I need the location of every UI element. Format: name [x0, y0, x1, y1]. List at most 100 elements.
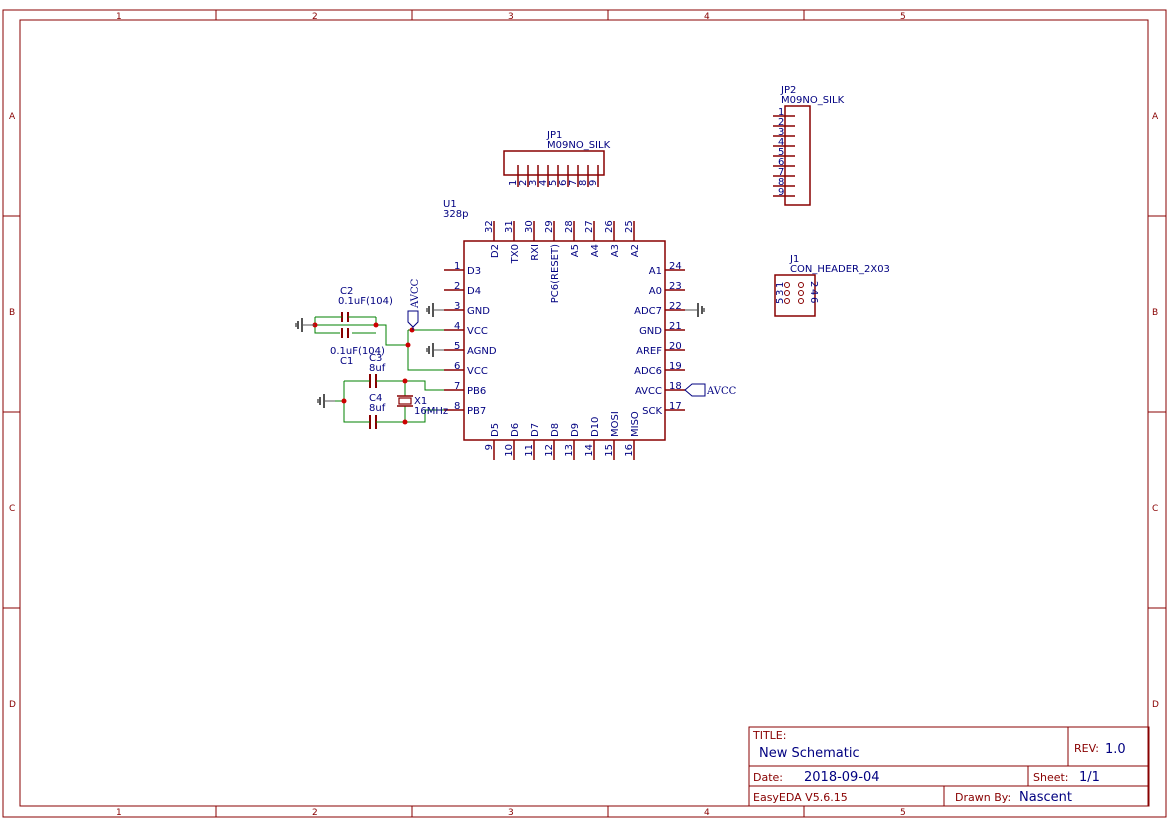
- j1-pin-number: 3: [775, 290, 786, 296]
- frame-column-label: 5: [900, 808, 906, 818]
- u1-pin-number: 20: [669, 341, 682, 352]
- sheet-label: Sheet:: [1033, 771, 1069, 784]
- jp2-value: M09NO_SILK: [781, 95, 845, 106]
- drawn-by-label: Drawn By:: [955, 791, 1011, 804]
- j1-pin-number: 6: [808, 297, 819, 303]
- frame-row-label: A: [1152, 112, 1159, 122]
- u1-pin-name: SCK: [642, 406, 662, 417]
- u1-pin-name: D3: [467, 266, 481, 277]
- c2-capacitor[interactable]: C2 0.1uF(104): [315, 286, 393, 322]
- u1-body: [463, 240, 666, 441]
- u1-pin-number: 23: [669, 281, 682, 292]
- u1-pin-number: 4: [454, 321, 460, 332]
- frame-column-label: 4: [704, 808, 710, 818]
- x1-ref: X1: [414, 396, 427, 407]
- u1-pin-name: AGND: [467, 346, 497, 357]
- avcc-label-right: AVCC: [706, 386, 737, 397]
- c4-capacitor[interactable]: C4 8uf: [366, 393, 386, 429]
- jp1-ref: JP1: [546, 130, 562, 141]
- jp2-pin-number: 6: [778, 157, 784, 168]
- jp1-pin-number: 2: [518, 180, 529, 186]
- j1-pin-number: 4: [808, 289, 819, 295]
- jp2-pin-number: 4: [778, 137, 784, 148]
- u1-pin-number: 30: [524, 220, 535, 233]
- u1-pin-name: PB6: [467, 386, 486, 397]
- u1-pin-name: A0: [649, 286, 662, 297]
- avcc-flag-right: AVCC: [684, 383, 737, 397]
- u1-pin-name: D9: [570, 423, 581, 437]
- j1-pads: [784, 282, 804, 304]
- rev-value: 1.0: [1105, 742, 1126, 757]
- u1-pin-number: 2: [454, 281, 460, 292]
- jp1-pin-number: 6: [558, 180, 569, 186]
- ground-symbols: [295, 303, 705, 408]
- u1-pin-number: 19: [669, 361, 682, 372]
- avcc-label-top: AVCC: [410, 278, 421, 309]
- frame-row-label: C: [9, 504, 15, 514]
- u1-pin-name: ADC7: [634, 306, 662, 317]
- u1-pin-number: 25: [624, 220, 635, 233]
- frame-row-label: A: [9, 112, 16, 122]
- jp2-pin-number: 7: [778, 167, 784, 178]
- u1-pin-name: D5: [490, 423, 501, 437]
- c1-capacitor[interactable]: 0.1uF(104) C1: [330, 328, 385, 367]
- frame-row-label: C: [1152, 504, 1158, 514]
- ground-icon: [685, 303, 705, 317]
- u1-pin-name: A4: [590, 244, 601, 257]
- u1-pin-number: 21: [669, 321, 682, 332]
- c4-value: 8uf: [369, 403, 386, 414]
- jp1-pin-number: 4: [538, 180, 549, 186]
- c1-value: 0.1uF(104): [330, 346, 385, 357]
- c2-value: 0.1uF(104): [338, 296, 393, 307]
- u1-pin-name: D8: [550, 423, 561, 437]
- j1-pin-number: 5: [775, 298, 786, 304]
- sheet-value: 1/1: [1079, 770, 1100, 785]
- jp2-pin-number: 2: [778, 117, 784, 128]
- jp2-pin-number: 5: [778, 147, 784, 158]
- u1-pin-name: AVCC: [635, 386, 662, 397]
- u1-pin-name: A1: [649, 266, 662, 277]
- j1-pin-number: 2: [808, 281, 819, 287]
- u1-pin-name: PB7: [467, 406, 486, 417]
- u1-pin-number: 29: [544, 220, 555, 233]
- u1-pin-number: 1: [454, 261, 460, 272]
- u1-pin-name: AREF: [636, 346, 662, 357]
- ground-icon: [426, 343, 444, 357]
- u1-pin-name: TX0: [510, 244, 521, 264]
- u1-pin-number: 15: [604, 444, 615, 457]
- j1-ref: J1: [789, 254, 799, 265]
- title-label: TITLE:: [752, 729, 786, 742]
- jp1-pin-number: 7: [568, 180, 579, 186]
- u1-pin-number: 5: [454, 341, 460, 352]
- frame-column-label: 1: [116, 808, 122, 818]
- c3-ref: C3: [369, 353, 382, 364]
- c3-capacitor[interactable]: C3 8uf: [366, 353, 386, 388]
- u1-pin-number: 16: [624, 444, 635, 457]
- jp2-pin-number: 1: [778, 107, 784, 118]
- j1-value: CON_HEADER_2X03: [790, 264, 890, 275]
- u1-pin-name: VCC: [467, 326, 488, 337]
- title-block: TITLE: New Schematic REV: 1.0 Date: 2018…: [748, 726, 1150, 807]
- u1-pin-number: 6: [454, 361, 460, 372]
- jp2-pin-number: 8: [778, 177, 784, 188]
- u1-pin-number: 26: [604, 220, 615, 233]
- u1-pin-number: 8: [454, 401, 460, 412]
- jp1-pin-number: 1: [508, 180, 519, 186]
- u1-pin-number: 7: [454, 381, 460, 392]
- u1-pin-name: A3: [610, 244, 621, 257]
- jp2-pin-number: 3: [778, 127, 784, 138]
- x1-crystal[interactable]: X1 16MHz: [397, 395, 448, 417]
- u1-pin-number: 28: [564, 220, 575, 233]
- u1-pin-name: GND: [467, 306, 490, 317]
- u1-pin-number: 3: [454, 301, 460, 312]
- x1-value: 16MHz: [414, 406, 448, 417]
- u1-pin-number: 31: [504, 220, 515, 233]
- u1-pin-name: D6: [510, 423, 521, 437]
- u1-pin-name: A5: [570, 244, 581, 257]
- frame-column-label: 5: [900, 12, 906, 22]
